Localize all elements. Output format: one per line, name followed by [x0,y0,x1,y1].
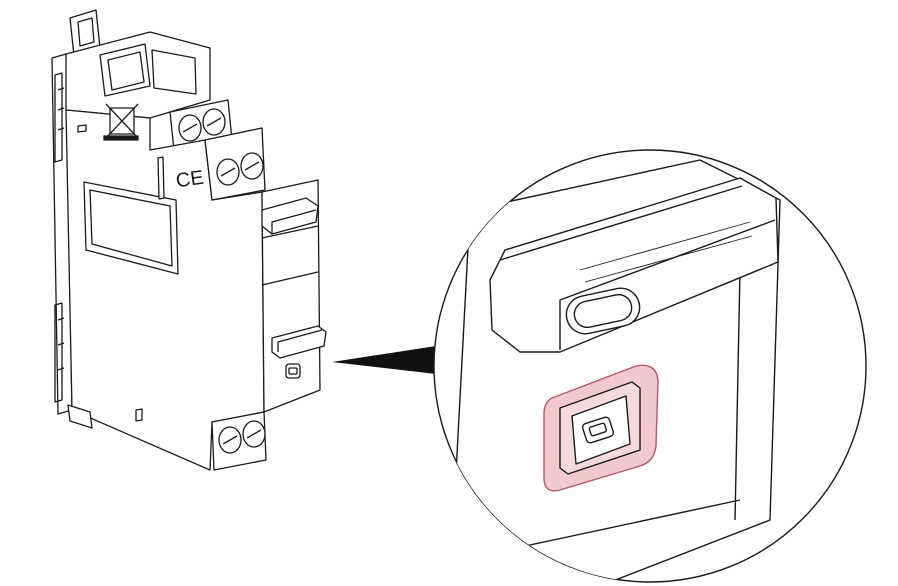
zoom-pointer [332,346,436,374]
ce-mark: CE [175,167,206,193]
front-slot [157,156,165,200]
upper-right-screws [204,127,266,201]
small-marking [77,124,87,133]
zoom-pull-tab [489,177,779,353]
bottom-clip [67,404,93,429]
weee-bin-icon [103,103,139,141]
left-side-vents [54,72,65,403]
highlighted-port [543,364,659,492]
small-connector [271,325,327,379]
top-screw-openings [99,43,197,97]
bottom-marking [135,408,143,422]
zoom-detail [433,149,867,583]
top-pull-tab [261,197,319,235]
din-rail-module: CE [51,9,327,471]
label-recess [83,181,179,275]
bottom-terminal-block [211,411,267,471]
